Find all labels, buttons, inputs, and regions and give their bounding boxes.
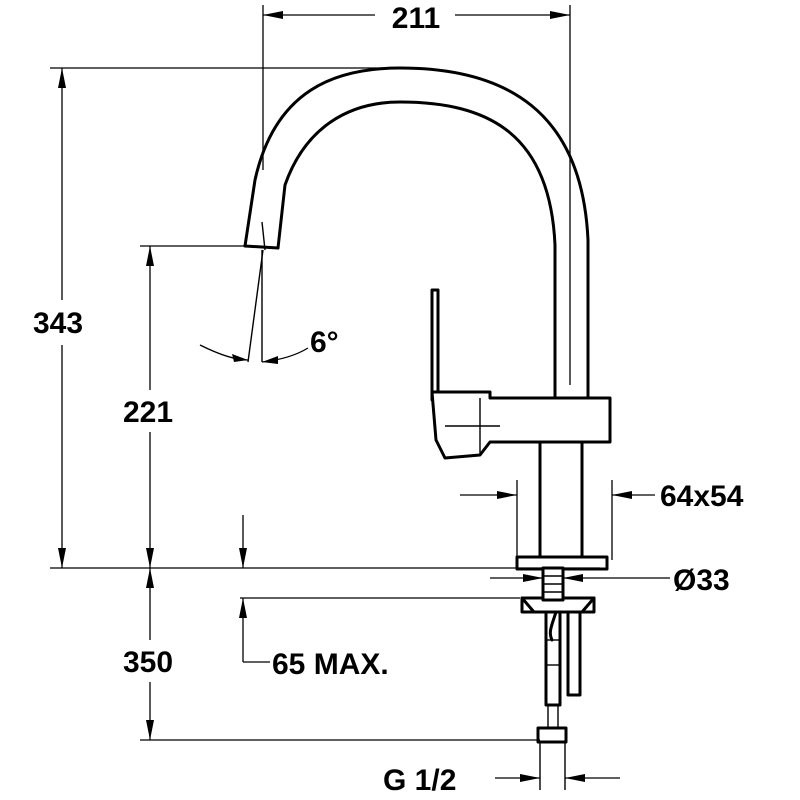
thread-label: G 1/2 <box>383 764 456 797</box>
angle-label: 6° <box>310 326 339 359</box>
faucet-outline <box>243 66 612 790</box>
supply-hose-right <box>566 610 582 697</box>
spout-height-label: 221 <box>123 396 173 429</box>
dim-angle: 6° <box>199 249 339 364</box>
counter-thickness-label: 65 MAX. <box>272 648 389 681</box>
width-label: 211 <box>392 2 440 35</box>
dim-base-size: 64x54 <box>460 480 744 560</box>
dim-width: 211 <box>262 2 571 385</box>
dim-below-counter: 350 <box>123 568 540 741</box>
spout-outer <box>243 66 590 404</box>
total-height-label: 343 <box>33 307 83 340</box>
hose-connector <box>536 726 568 744</box>
dim-spout-height: 221 <box>123 245 248 568</box>
lever-handle <box>430 288 440 402</box>
fixing-plate <box>520 596 596 614</box>
base-column <box>538 440 584 562</box>
below-counter-label: 350 <box>123 646 173 679</box>
dim-hole-diameter: Ø33 <box>490 564 730 597</box>
dim-thread: G 1/2 <box>383 764 620 797</box>
dim-total-height: 343 <box>33 67 400 568</box>
hose-bend <box>548 610 558 642</box>
hole-diameter-label: Ø33 <box>673 564 730 597</box>
dim-counter-thickness: 65 MAX. <box>239 515 389 681</box>
spout-nozzle <box>243 244 280 250</box>
base-size-label: 64x54 <box>660 480 744 513</box>
spout-inner <box>276 100 557 404</box>
aerator-line <box>261 221 266 251</box>
